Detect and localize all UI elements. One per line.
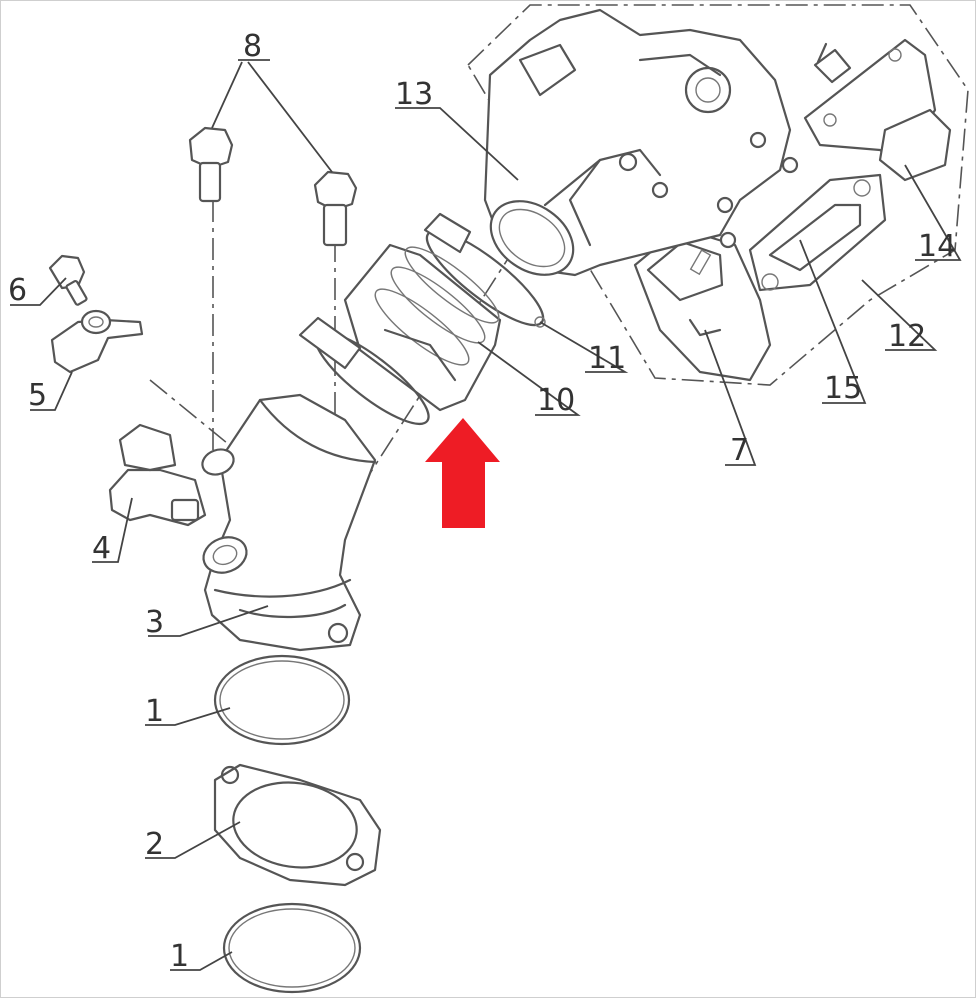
callout-7: 7 xyxy=(730,433,749,468)
callout-15: 15 xyxy=(824,371,862,406)
red-arrow-icon xyxy=(425,418,500,528)
part-throttle-body xyxy=(483,8,799,277)
callout-1-upper: 1 xyxy=(145,694,164,729)
callout-10: 10 xyxy=(537,383,575,418)
part-bolt-left xyxy=(188,126,234,203)
part-intake-manifold xyxy=(201,393,377,652)
part-temp-sensor xyxy=(50,309,144,374)
part-oring-upper xyxy=(213,654,351,746)
callout-14: 14 xyxy=(918,229,956,264)
callout-5: 5 xyxy=(28,378,47,413)
part-clamp-lower xyxy=(298,316,430,425)
part-small-bolt xyxy=(48,254,88,306)
part-gasket xyxy=(213,763,382,887)
part-bolt-right xyxy=(313,170,358,247)
callout-11: 11 xyxy=(588,341,626,376)
callout-13: 13 xyxy=(395,77,433,112)
callout-12: 12 xyxy=(888,319,926,354)
callout-3: 3 xyxy=(145,605,164,640)
callout-6: 6 xyxy=(8,273,27,308)
part-oring-lower xyxy=(222,902,362,994)
callout-4: 4 xyxy=(92,531,111,566)
callout-2: 2 xyxy=(145,827,164,862)
leader-lines xyxy=(10,59,962,971)
part-injector xyxy=(108,423,207,527)
part-position-sensor xyxy=(748,173,887,292)
part-idle-valve xyxy=(803,38,952,182)
callout-8: 8 xyxy=(243,29,262,64)
part-intake-boot xyxy=(343,243,502,412)
callout-1-lower: 1 xyxy=(170,939,189,974)
